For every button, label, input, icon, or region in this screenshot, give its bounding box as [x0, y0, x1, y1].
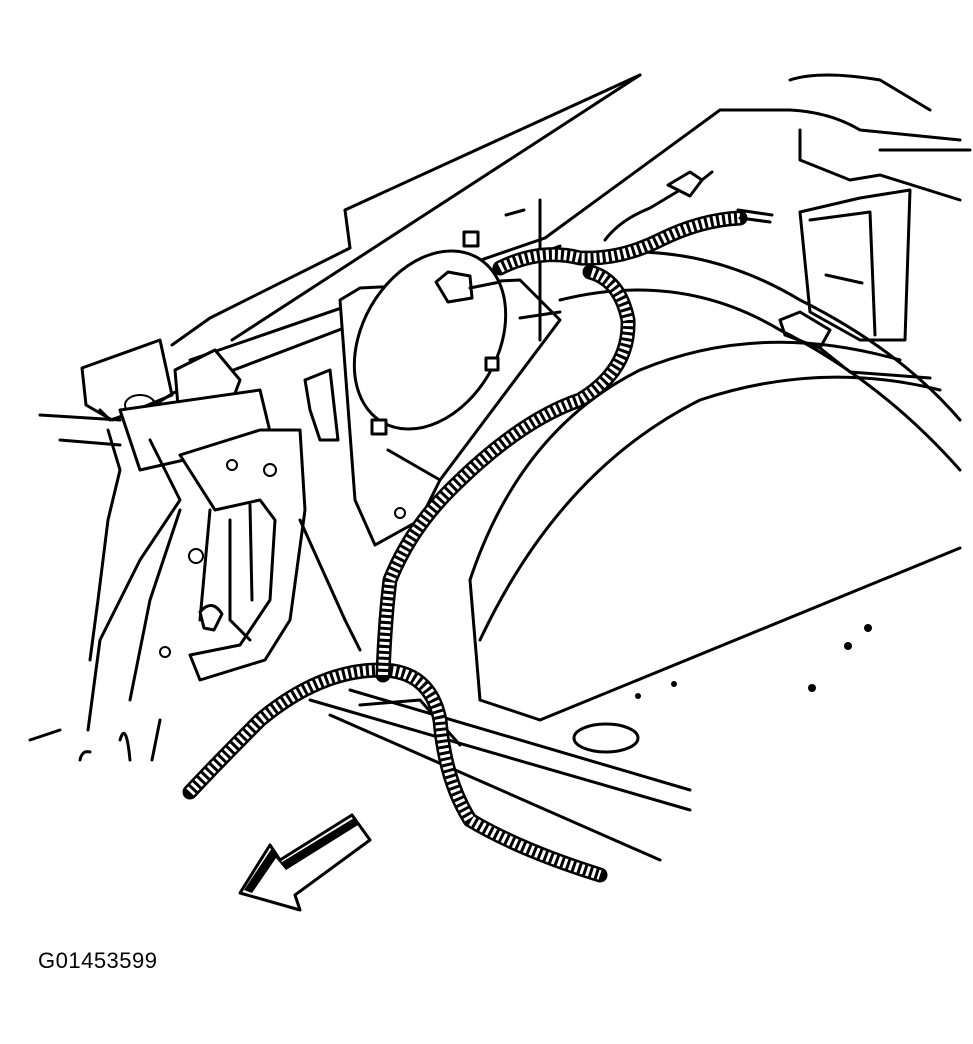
latch-assembly: [28, 338, 362, 762]
floor-pan: [308, 624, 872, 862]
figure-id-label: G01453599: [38, 948, 158, 973]
arrow-forward-icon: [238, 813, 372, 912]
speaker-mount: [338, 198, 562, 547]
wiring-harness: [182, 170, 774, 883]
rear-bracket: [778, 188, 932, 380]
